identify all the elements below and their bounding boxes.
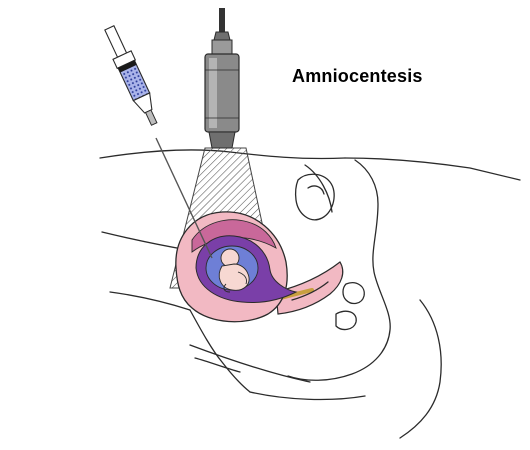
rectum [335, 282, 365, 331]
fetus [218, 248, 250, 293]
needle [155, 137, 213, 259]
cervix [275, 261, 344, 315]
ultrasound-transducer-icon [204, 8, 240, 149]
body-outline [99, 149, 521, 439]
syringe-icon [104, 25, 213, 259]
diagram-title: Amniocentesis [292, 66, 423, 86]
pubic-bone [294, 173, 335, 221]
uterus [175, 211, 298, 323]
